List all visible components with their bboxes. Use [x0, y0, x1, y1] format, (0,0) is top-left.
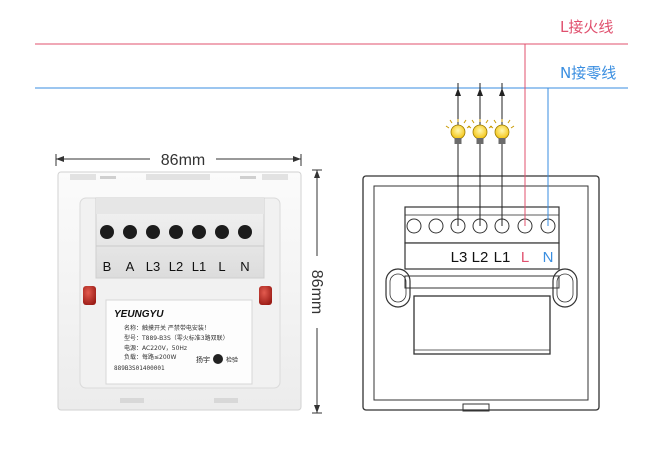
terminal-screw	[428, 218, 444, 234]
nameplate-line5: 889B3S01400001	[114, 365, 165, 372]
indicator-led-left	[83, 286, 96, 305]
terminal-label-l2: L2	[169, 259, 183, 274]
wiring-label-l: L	[521, 249, 529, 266]
light-bulb-icon	[445, 119, 471, 144]
neutral-wire-label: N接零线	[560, 64, 616, 82]
lamp-wires	[457, 83, 503, 226]
terminal-screw	[169, 225, 183, 239]
terminal-screws	[100, 225, 252, 239]
terminal-label-a: A	[126, 259, 135, 274]
height-dimension-label: 86mm	[308, 270, 325, 314]
wiring-label-l3: L3	[451, 249, 468, 266]
terminal-label-l: L	[218, 259, 225, 274]
light-bulb-icon	[467, 119, 493, 144]
terminal-label-l1: L1	[192, 259, 206, 274]
terminal-label-b: B	[103, 259, 112, 274]
nameplate-line1: 名称：触摸开关 严禁带电安装！	[124, 324, 210, 332]
nameplate-line2: 型号：T889-B3S（零火标准3路双联）	[124, 334, 229, 342]
terminal-screw	[215, 225, 229, 239]
nameplate-line3: 电源：AC220V，50Hz	[124, 344, 187, 352]
width-dimension	[55, 150, 302, 168]
wiring-terminal-screws	[406, 218, 556, 234]
wiring-label-l1: L1	[494, 249, 511, 266]
terminal-screw	[192, 225, 206, 239]
height-dimension	[309, 169, 327, 414]
nameplate-brand: YEUNGYU	[114, 309, 164, 320]
wiring-label-l2: L2	[472, 249, 489, 266]
terminal-label-l3: L3	[146, 259, 160, 274]
nameplate-logo: 扬宇	[196, 355, 210, 364]
lamp-wire-arrows	[455, 88, 505, 96]
nameplate-line4: 负载：每路≤200W	[124, 353, 176, 361]
nameplate: YEUNGYU 名称：触摸开关 严禁带电安装！ 型号：T889-B3S（零火标准…	[105, 299, 253, 385]
indicator-led-right	[259, 286, 272, 305]
width-dimension-label: 86mm	[161, 152, 205, 169]
wiring-terminal-labels: L3 L2 L1 L N	[451, 249, 554, 266]
terminal-screw	[146, 225, 160, 239]
live-wire-label: L接火线	[560, 18, 613, 36]
light-bulb-icon	[489, 119, 515, 144]
nameplate-stamp: 检验	[226, 356, 238, 364]
terminal-screw	[123, 225, 137, 239]
terminal-screw	[100, 225, 114, 239]
terminal-label-n: N	[240, 259, 249, 274]
back-terminal-labels: B A L3 L2 L1 L N	[103, 259, 250, 274]
wiring-label-n: N	[543, 249, 554, 266]
terminal-screw	[406, 218, 422, 234]
certification-seal-icon	[213, 354, 223, 364]
terminal-screw	[238, 225, 252, 239]
